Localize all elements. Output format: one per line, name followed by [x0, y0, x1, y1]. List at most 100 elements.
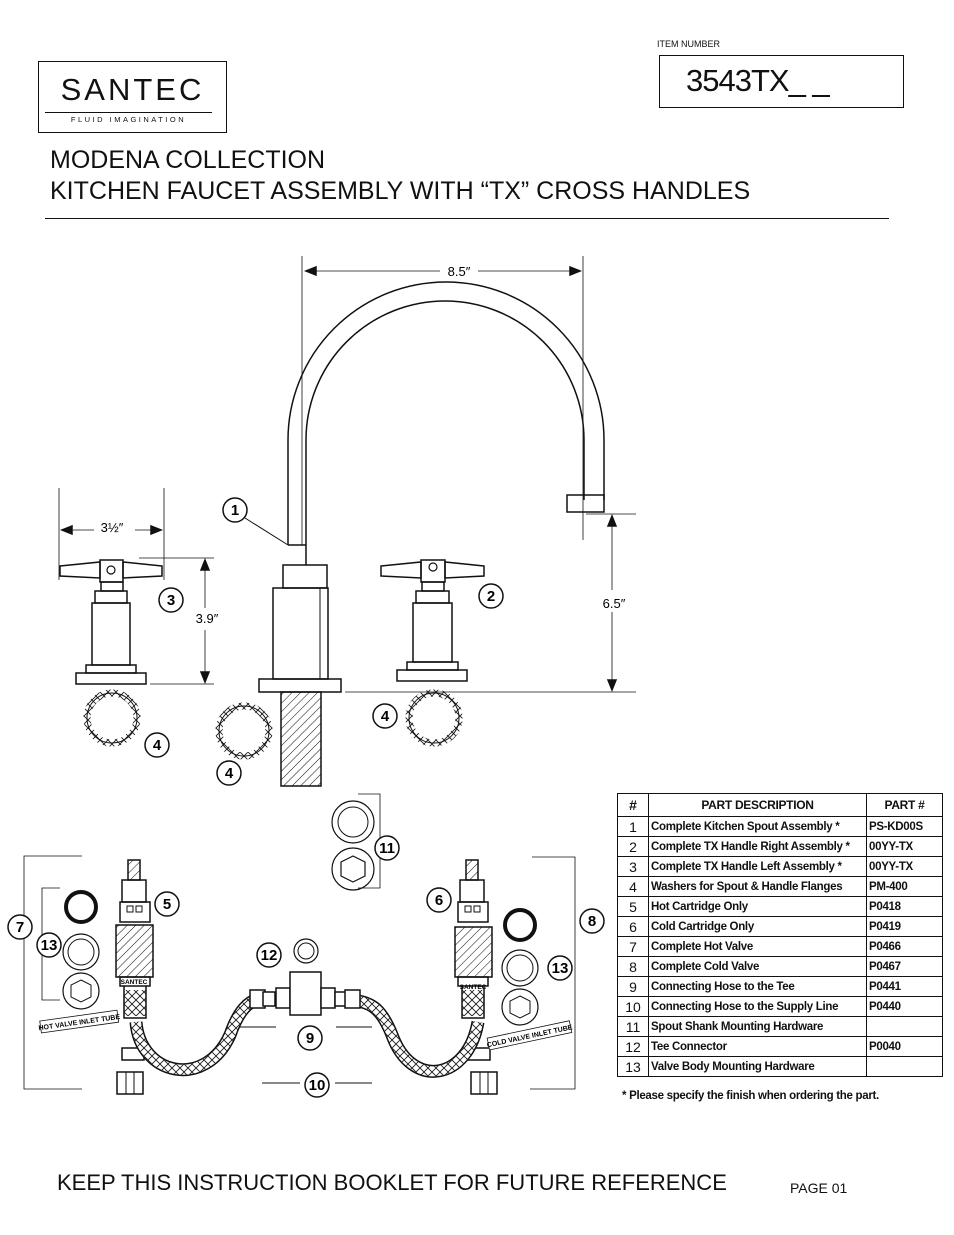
hot-valve-stamp: SANTEC [121, 979, 148, 986]
header-description: PART DESCRIPTION [648, 793, 867, 817]
callout-5: 5 [154, 891, 180, 917]
spout-height-dimension: 6.5″ [603, 596, 626, 611]
row-description: Washers for Spout & Handle Flanges [648, 876, 867, 897]
row-num: 8 [617, 956, 649, 977]
row-num: 11 [617, 1016, 649, 1037]
svg-text:12: 12 [261, 947, 278, 964]
row-description: Connecting Hose to the Supply Line [648, 996, 867, 1017]
row-num: 6 [617, 916, 649, 937]
svg-text:4: 4 [153, 737, 162, 754]
callout-3: 3 [158, 587, 184, 613]
brand-tagline: FLUID IMAGINATION [70, 115, 187, 124]
row-part-number: P0441 [866, 976, 943, 997]
callout-7: 7 [7, 914, 33, 940]
callout-10: 10 [304, 1072, 330, 1098]
row-num: 10 [617, 996, 649, 1017]
handle-height-dimension: 3.9″ [196, 611, 219, 626]
row-num: 2 [617, 836, 649, 857]
spout-reach-dimension: 8.5″ [448, 264, 471, 279]
svg-text:8: 8 [588, 913, 596, 930]
row-num: 5 [617, 896, 649, 917]
footer-notice: KEEP THIS INSTRUCTION BOOKLET FOR FUTURE… [57, 1170, 727, 1195]
row-description: Complete TX Handle Left Assembly * [648, 856, 867, 877]
row-part-number [866, 1056, 943, 1077]
brand-logo: SANTEC FLUID IMAGINATION [38, 61, 227, 133]
callout-8: 8 [579, 908, 605, 934]
callout-4a: 4 [144, 732, 170, 758]
callout-13b: 13 [547, 955, 573, 981]
svg-text:9: 9 [306, 1030, 314, 1047]
row-description: Hot Cartridge Only [648, 896, 867, 917]
callout-13a: 13 [36, 932, 62, 958]
row-part-number: P0419 [866, 916, 943, 937]
row-description: Complete Hot Valve [648, 936, 867, 957]
row-part-number: PM-400 [866, 876, 943, 897]
logo-divider [45, 112, 212, 113]
hot-inlet-label-group: HOT VALVE INLET TUBE [38, 1009, 121, 1034]
handle-width-dimension: 3½″ [101, 520, 124, 535]
callout-4b: 4 [216, 760, 242, 786]
row-part-number: P0040 [866, 1036, 943, 1057]
svg-text:13: 13 [552, 960, 569, 977]
row-part-number: P0467 [866, 956, 943, 977]
callout-2: 2 [478, 583, 504, 609]
row-num: 7 [617, 936, 649, 957]
row-num: 4 [617, 876, 649, 897]
page-number: PAGE 01 [790, 1180, 848, 1196]
svg-text:6: 6 [435, 892, 443, 909]
finish-note: * Please specify the finish when orderin… [622, 1090, 879, 1102]
svg-text:11: 11 [379, 840, 395, 857]
cold-inlet-label-group: COLD VALVE INLET TUBE [486, 1020, 573, 1051]
row-part-number: P0466 [866, 936, 943, 957]
row-num: 12 [617, 1036, 649, 1057]
parts-table-header: # PART DESCRIPTION PART # [617, 793, 943, 817]
svg-text:4: 4 [381, 708, 390, 725]
row-description: Complete TX Handle Right Assembly * [648, 836, 867, 857]
row-num: 13 [617, 1056, 649, 1077]
title-rule [45, 218, 889, 219]
row-part-number: P0418 [866, 896, 943, 917]
svg-text:10: 10 [309, 1077, 326, 1094]
row-part-number: 00YY-TX [866, 836, 943, 857]
svg-text:1: 1 [231, 502, 239, 519]
svg-text:5: 5 [163, 896, 171, 913]
item-number-label: ITEM NUMBER [657, 39, 720, 49]
header-part-number: PART # [866, 793, 943, 817]
assembly-title: KITCHEN FAUCET ASSEMBLY WITH “TX” CROSS … [50, 177, 751, 205]
callout-6: 6 [426, 887, 452, 913]
header-num: # [617, 793, 649, 817]
callout-group: 1 2 3 4 4 4 5 6 7 8 9 10 11 12 13 13 [7, 497, 605, 1098]
cold-valve-stamp: SANTEC [460, 984, 487, 991]
row-part-number: PS-KD00S [866, 816, 943, 837]
row-part-number [866, 1016, 943, 1037]
row-part-number: 00YY-TX [866, 856, 943, 877]
row-part-number: P0440 [866, 996, 943, 1017]
row-description: Spout Shank Mounting Hardware [648, 1016, 867, 1037]
item-number-box: 3543TX_ _ [659, 55, 904, 108]
row-num: 1 [617, 816, 649, 837]
row-num: 3 [617, 856, 649, 877]
row-description: Complete Cold Valve [648, 956, 867, 977]
callout-12: 12 [256, 942, 282, 968]
svg-text:4: 4 [225, 765, 234, 782]
svg-text:7: 7 [16, 919, 24, 936]
row-description: Valve Body Mounting Hardware [648, 1056, 867, 1077]
item-number-value: 3543TX_ _ [686, 63, 830, 98]
brand-name: SANTEC [60, 72, 205, 107]
row-num: 9 [617, 976, 649, 997]
row-description: Complete Kitchen Spout Assembly * [648, 816, 867, 837]
svg-text:2: 2 [487, 588, 495, 605]
svg-text:13: 13 [41, 937, 58, 954]
svg-text:3: 3 [167, 592, 175, 609]
